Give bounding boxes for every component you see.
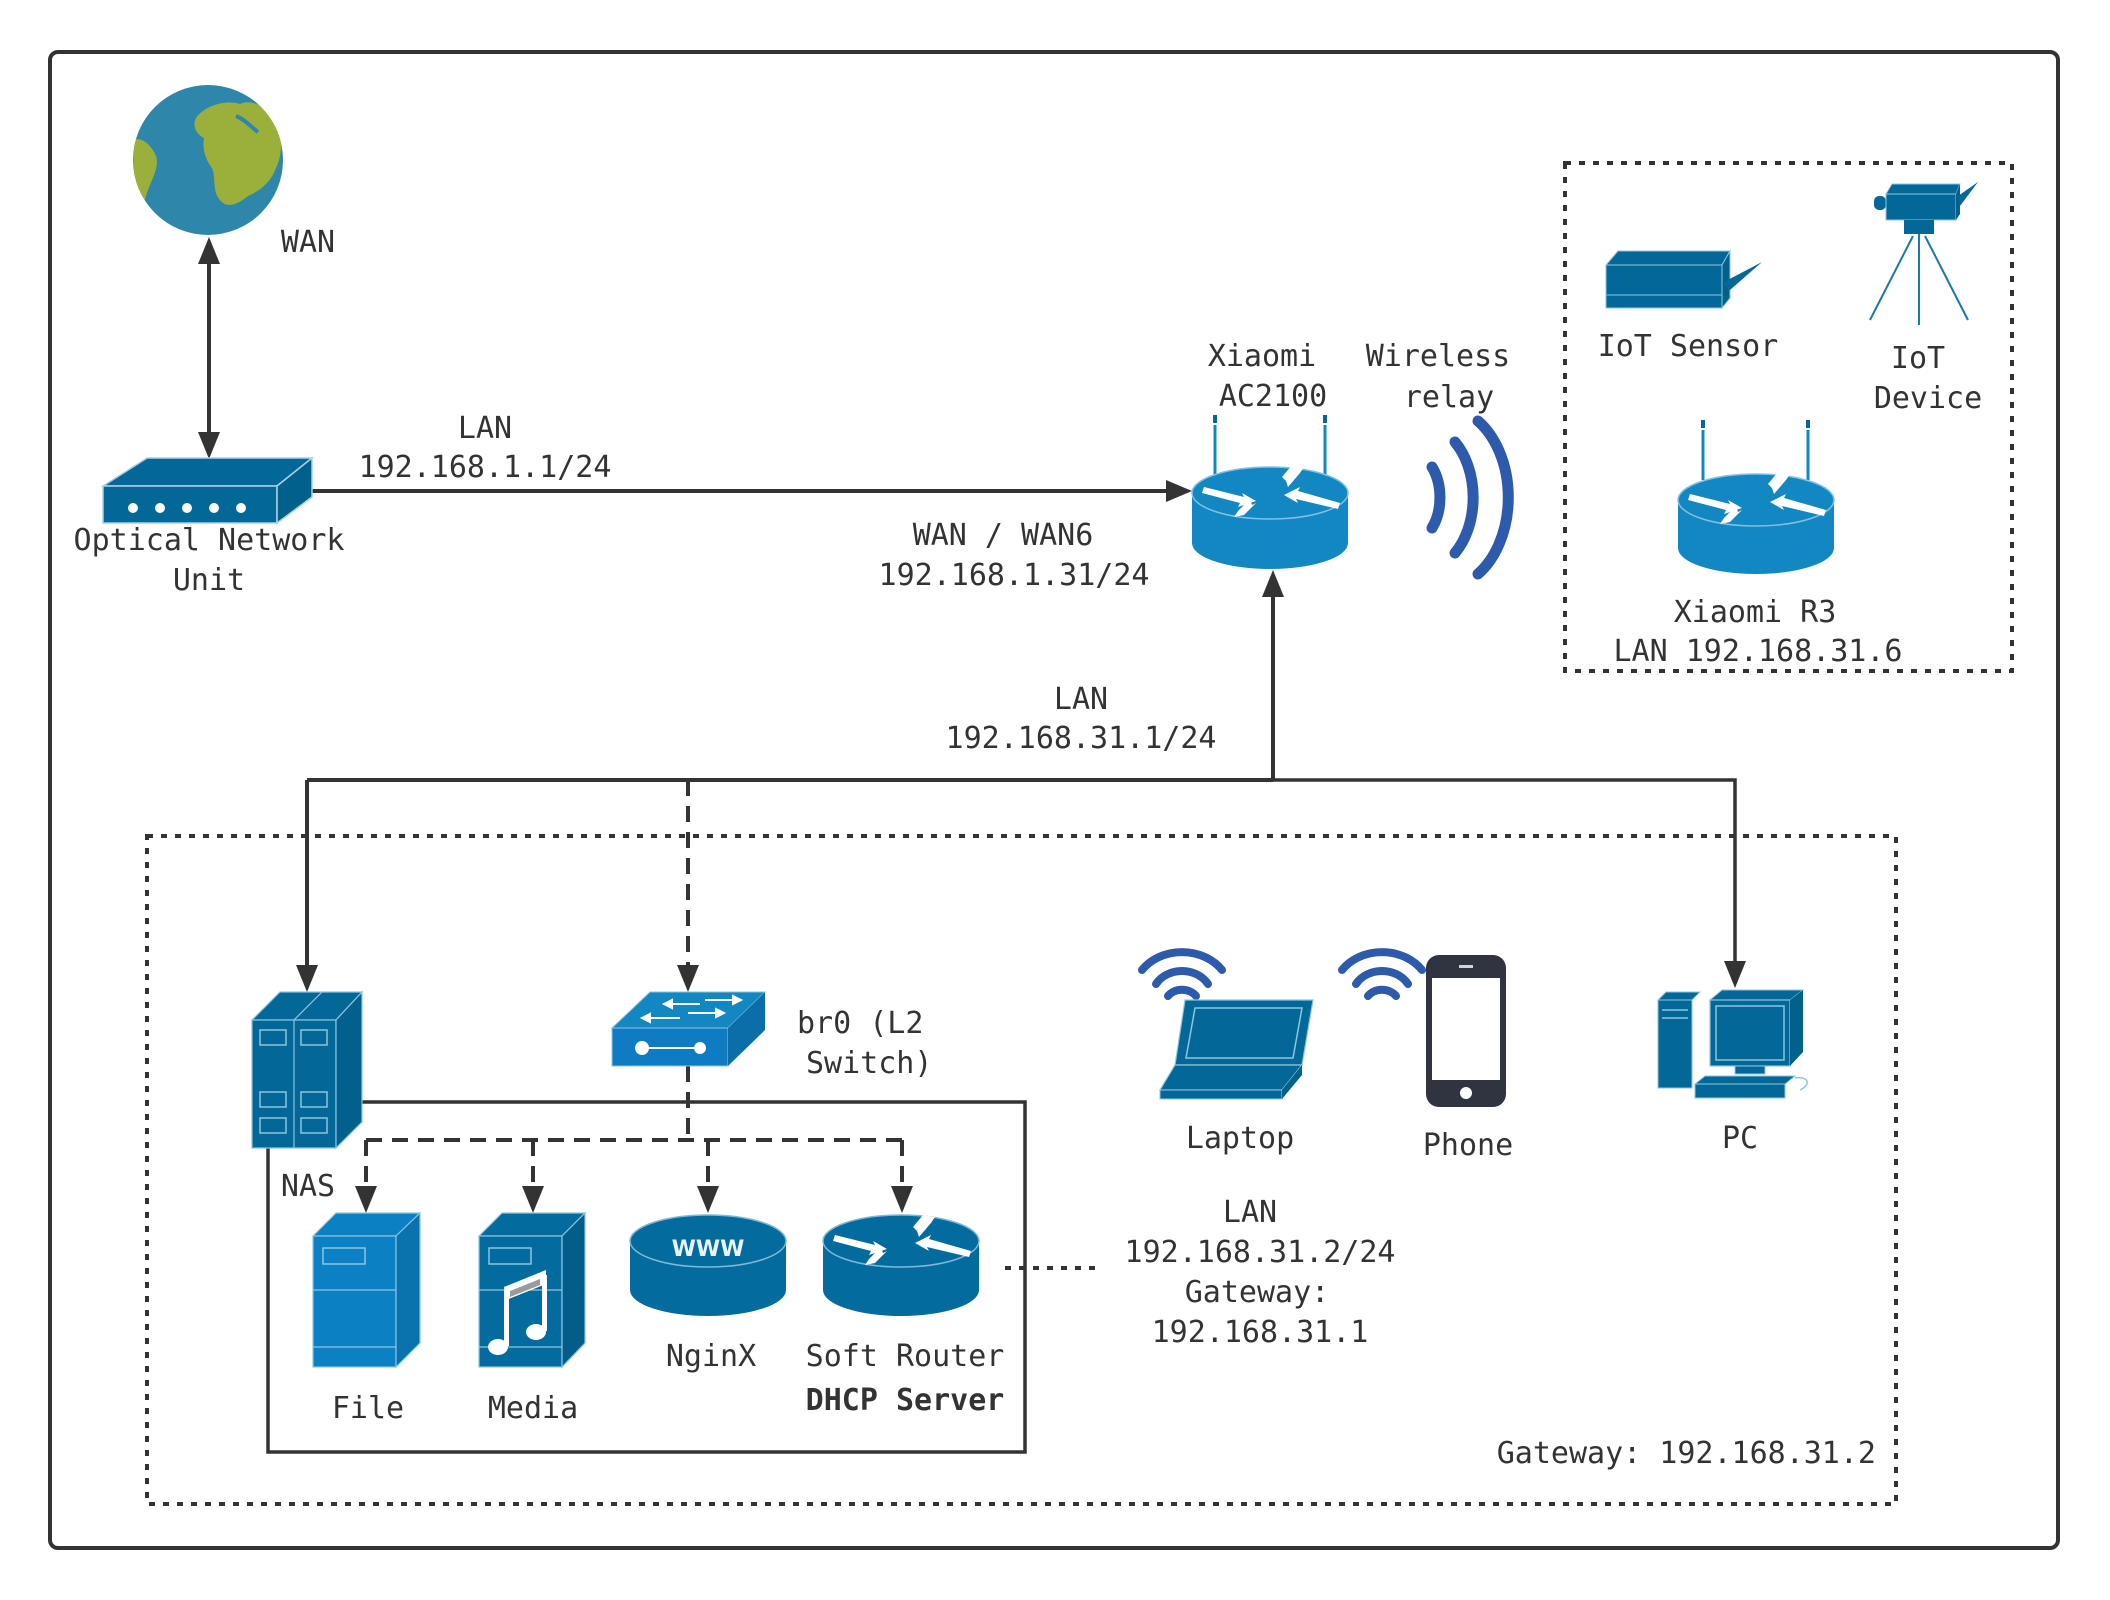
softrouter-info-line3: Gateway: <box>1185 1275 1330 1310</box>
arrowhead-up <box>198 237 220 264</box>
switch-label-line2: Switch) <box>806 1046 932 1081</box>
lan-trunk-line-right <box>1273 778 1737 962</box>
router-icon <box>822 1214 980 1316</box>
router-name-line2: AC2100 <box>1219 379 1327 414</box>
wan-label: WAN <box>281 225 335 260</box>
arrowhead-down <box>1724 961 1746 988</box>
onu-lan-ip: 192.168.1.1/24 <box>359 450 612 485</box>
wireless-relay-label-line1: Wireless <box>1366 339 1511 374</box>
arrowhead-down <box>697 1186 719 1213</box>
media-server-icon <box>477 1211 587 1369</box>
softrouter-label-line2: DHCP Server <box>806 1383 1005 1418</box>
nas-services-box <box>266 1100 1027 1454</box>
camera-icon <box>1869 182 1978 325</box>
globe-icon <box>133 85 283 235</box>
laptop-icon <box>1158 999 1314 1100</box>
arrowhead-down <box>677 965 699 992</box>
switch-label-line1: br0 (L2 <box>797 1006 923 1041</box>
nginx-label: NginX <box>666 1339 756 1374</box>
softrouter-info-line2: 192.168.31.2/24 <box>1125 1235 1396 1270</box>
outer-frame <box>48 50 2060 1550</box>
onu-label-line2: Unit <box>173 563 245 598</box>
laptop-label: Laptop <box>1186 1121 1294 1156</box>
r3-label-line2: LAN 192.168.31.6 <box>1614 634 1903 669</box>
arrowhead-up <box>1262 570 1284 597</box>
arrowhead-down <box>522 1186 544 1213</box>
nas-label: NAS <box>281 1169 335 1204</box>
router-lan-label: LAN <box>1054 682 1108 717</box>
wireless-signal-icon <box>1426 415 1514 580</box>
iot-sensor-label: IoT Sensor <box>1598 329 1779 364</box>
wifi-icon <box>1338 948 1426 1000</box>
softrouter-info-line1: LAN <box>1223 1195 1277 1230</box>
wireless-relay-label-line2: relay <box>1404 380 1494 415</box>
nas-server-icon <box>250 990 364 1150</box>
arrowhead-down <box>355 1186 377 1213</box>
sensor-icon <box>1604 249 1762 310</box>
smartphone-icon <box>1426 955 1506 1107</box>
iot-device-label-line1: IoT <box>1891 341 1945 376</box>
pc-label: PC <box>1722 1121 1758 1156</box>
svg-text:WWW: WWW <box>672 1237 745 1262</box>
file-label: File <box>332 1391 404 1426</box>
router-icon <box>1191 415 1349 569</box>
router-icon <box>1677 420 1835 574</box>
wifi-icon <box>1138 948 1226 1000</box>
switch-icon <box>610 991 767 1067</box>
arrowhead-down <box>296 965 318 992</box>
modem-icon <box>100 456 315 525</box>
onu-lan-label: LAN <box>458 411 512 446</box>
router-lan-ip: 192.168.31.1/24 <box>946 721 1217 756</box>
softrouter-info-line4: 192.168.31.1 <box>1152 1315 1369 1350</box>
r3-label-line1: Xiaomi R3 <box>1674 595 1837 630</box>
file-server-icon <box>311 1211 422 1369</box>
desktop-pc-icon <box>1656 989 1808 1099</box>
www-server-icon: WWW <box>629 1214 787 1316</box>
arrowhead-down <box>891 1186 913 1213</box>
router-name-line1: Xiaomi <box>1208 339 1316 374</box>
phone-label: Phone <box>1423 1128 1513 1163</box>
lan-gateway-note: Gateway: 192.168.31.2 <box>1497 1436 1876 1471</box>
router-wan-label: WAN / WAN6 <box>913 518 1094 553</box>
iot-group-border <box>1563 161 2014 673</box>
lan-group-border <box>145 834 1898 1506</box>
router-wan-ip: 192.168.1.31/24 <box>879 558 1150 593</box>
arrowhead-down <box>198 432 220 459</box>
softrouter-label-line1: Soft Router <box>806 1339 1005 1374</box>
iot-device-label-line2: Device <box>1874 381 1982 416</box>
onu-label-line1: Optical Network <box>74 523 345 558</box>
arrowhead-right <box>1166 480 1192 502</box>
media-label: Media <box>488 1391 578 1426</box>
